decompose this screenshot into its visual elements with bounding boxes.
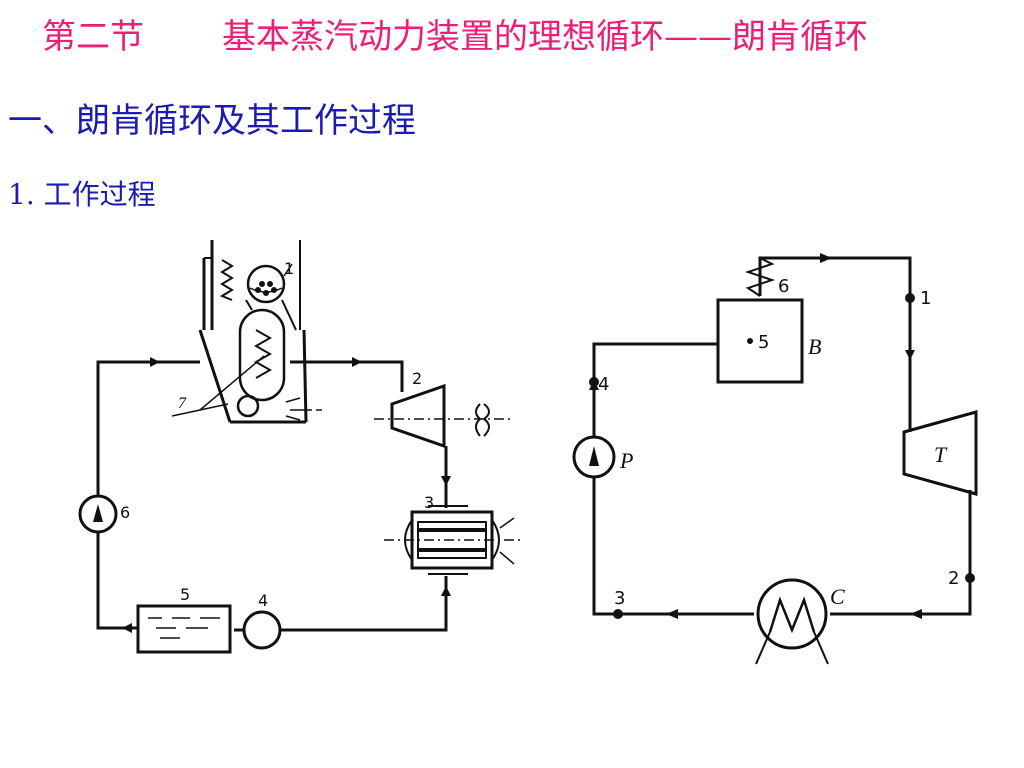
- flow-arrow: [441, 586, 451, 596]
- plant-schematic: [78, 240, 520, 654]
- flow-arrow: [441, 476, 451, 486]
- flow-arrow: [666, 609, 678, 619]
- label-condenser: 3: [424, 493, 434, 512]
- point-label-6: 6: [778, 276, 789, 297]
- component-label-pump: P: [619, 448, 633, 473]
- boiler-box: [716, 298, 804, 384]
- flow-arrow: [122, 623, 132, 633]
- flow-arrow: [910, 609, 922, 619]
- evaporator-coil: [253, 329, 273, 379]
- label-feed-pump: 6: [120, 503, 130, 522]
- water-wall: [238, 308, 286, 402]
- component-label-condenser: C: [830, 584, 845, 609]
- flow-arrow: [820, 253, 832, 263]
- section-heading: 一、朗肯循环及其工作过程: [8, 101, 416, 141]
- mud-drum: [236, 394, 260, 418]
- label-pipe-tag: 7: [178, 395, 187, 412]
- point-label-5: 5: [758, 332, 769, 353]
- condenser-shape: [384, 505, 520, 575]
- pump-circle: [242, 610, 282, 650]
- slide-title: 第二节 基本蒸汽动力装置的理想循环——朗肯循环: [42, 14, 1002, 60]
- turbine-shape: [390, 383, 446, 449]
- superheater-coil: [219, 259, 234, 301]
- condenser-circle: [756, 578, 828, 650]
- flow-arrow: [352, 357, 362, 367]
- steam-drum: [246, 264, 286, 304]
- heat-input-zigzag: [744, 257, 776, 297]
- point-label-4: 4: [598, 374, 609, 395]
- label-pump: 4: [258, 591, 268, 610]
- label-turbine: 2: [412, 369, 422, 388]
- generator-icon: [475, 403, 490, 437]
- section-title: 基本蒸汽动力装置的理想循环——朗肯循环: [222, 17, 868, 57]
- point-label-2: 2: [948, 568, 959, 589]
- boiler-housing: [198, 240, 308, 424]
- pump-circle: [572, 435, 616, 479]
- section-number: 第二节: [42, 17, 144, 57]
- flow-arrow: [150, 357, 160, 367]
- point-label-3: 3: [614, 588, 625, 609]
- label-drum: 1: [284, 259, 294, 278]
- component-label-turbine: T: [934, 442, 948, 467]
- feedwater-tank: [136, 604, 232, 654]
- flow-arrow: [905, 350, 915, 360]
- burner-flame-icon: [285, 397, 322, 421]
- label-tank: 5: [180, 585, 190, 604]
- component-label-boiler: B: [808, 334, 821, 359]
- point-label-1: 1: [920, 288, 931, 309]
- subsection-heading: 1. 工作过程: [8, 178, 156, 211]
- cycle-schematic: [572, 253, 978, 665]
- turbine-trapezoid: [902, 410, 978, 496]
